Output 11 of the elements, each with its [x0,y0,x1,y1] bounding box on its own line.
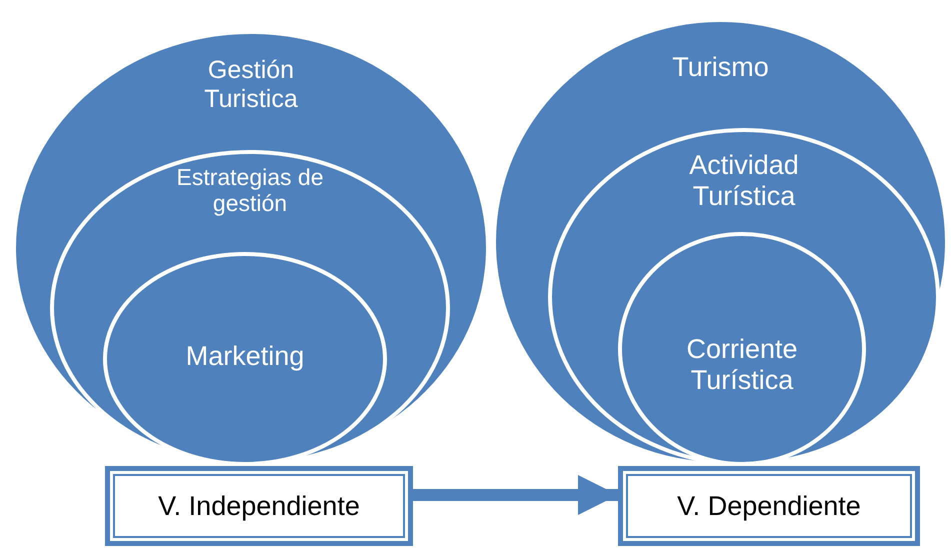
arrow [413,475,618,515]
box-label: V. Dependiente [677,490,861,522]
circle-label: Marketing [184,341,306,372]
circle-label: Estrategias de gestión [175,164,325,217]
double-border-box [618,466,920,546]
circle-label: Corriente Turística [685,334,799,396]
circle-label: Gestión Turistica [203,56,299,114]
double-border-box [105,466,413,546]
box-label: V. Independiente [158,490,360,522]
circle-label: Turismo [671,52,770,84]
circle-label: Actividad Turística [688,150,800,212]
